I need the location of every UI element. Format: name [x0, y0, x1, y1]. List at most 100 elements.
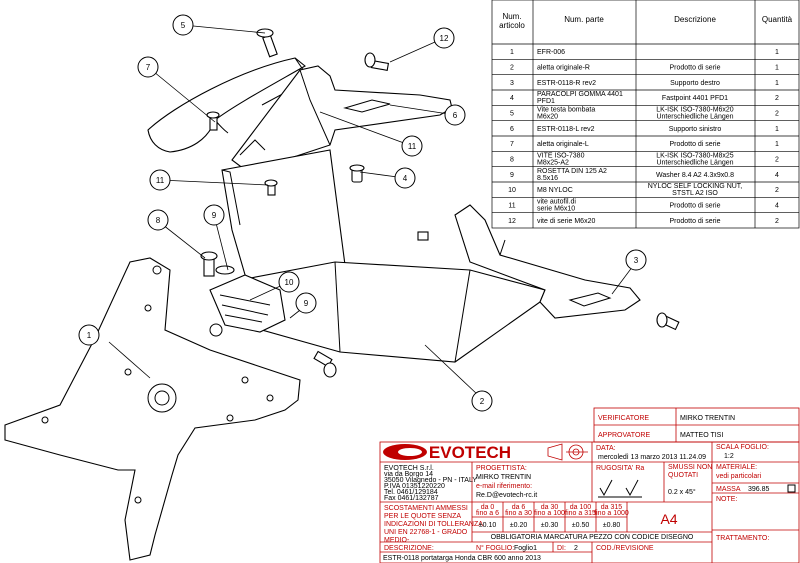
scala-label: SCALA FOGLIO: [716, 444, 769, 451]
rugosita-label: RUGOSITA' Ra [596, 465, 644, 472]
bom-cell-qty: 2 [775, 157, 779, 164]
bom-cell-part: M8 NYLOC [537, 187, 573, 194]
bom-cell-qty: 2 [775, 95, 779, 102]
data-label: DATA: [596, 445, 616, 452]
email-value: Re.D@evotech-rc.it [476, 492, 537, 499]
fastener-4 [349, 164, 365, 183]
materiale-label: MATERIALE: [716, 464, 757, 471]
part-3-right-support [454, 204, 641, 319]
fastener-8 [200, 251, 218, 277]
balloon-12-label: 12 [440, 34, 449, 43]
bom-cell-qty: 1 [775, 49, 779, 56]
bom-cell-num: 1 [510, 49, 514, 56]
fastener-9 [215, 265, 235, 275]
balloon-11-left: 11 [149, 169, 171, 191]
bom-cell-num: 12 [508, 218, 516, 225]
balloon-9-upper: 9 [203, 204, 225, 226]
progettista-label: PROGETTISTA: [476, 465, 527, 472]
fastener-right [656, 312, 680, 331]
part-7-left-flap [147, 57, 306, 153]
descrizione-label: DESCRIZIONE: [384, 545, 434, 552]
bom-cell-qty: 1 [775, 141, 779, 148]
company-line: Fax 0461/132787 [384, 495, 439, 502]
balloon-3: 3 [625, 249, 647, 271]
balloon-5-label: 5 [181, 21, 186, 30]
tolerance-value: ±0.80 [603, 522, 621, 529]
bom-cell-desc: Supporto sinistro [669, 126, 722, 133]
balloon-6: 6 [444, 104, 466, 126]
tolerance-value: ±0.30 [541, 522, 559, 529]
bom-cell-part: vite di serie M6x20 [537, 218, 595, 225]
fastener-11-lower [264, 179, 278, 196]
bom-cell-num: 8 [510, 157, 514, 164]
bom-cell-qty: 2 [775, 111, 779, 118]
bom-cell-qty: 2 [775, 187, 779, 194]
balloon-3-label: 3 [634, 256, 639, 265]
fastener-5 [256, 28, 278, 58]
balloon-11-right-label: 11 [408, 142, 417, 151]
bom-cell-desc: Prodotto di serie [670, 203, 721, 210]
bom-cell-qty: 2 [775, 218, 779, 225]
bom-cell-num: 2 [510, 65, 514, 72]
bom-header-num: Num.articolo [499, 12, 525, 30]
bom-cell-desc: Supporto destro [670, 80, 720, 87]
approvatore-name: MATTEO TISI [680, 432, 723, 439]
foglio-label: N° FOGLIO: [476, 544, 514, 552]
fastener-12 [364, 52, 390, 71]
materiale-value: vedi particolari [716, 473, 762, 480]
balloon-9-upper-label: 9 [212, 211, 217, 220]
balloon-11-left-label: 11 [156, 176, 165, 185]
balloons: 1 2 3 4 5 6 7 8 9 9 10 11 11 12 [78, 14, 647, 412]
bom-cell-num: 10 [508, 187, 516, 194]
projection-symbol-icon [547, 443, 588, 461]
bom-cell-desc: Prodotto di serie [670, 218, 721, 225]
format-label: A4 [660, 511, 677, 527]
cod-revisione-label: COD./REVISIONE [596, 545, 654, 552]
balloon-2-label: 2 [480, 397, 485, 406]
fastener-mid [417, 231, 429, 241]
tolerance-value: ±0.20 [510, 522, 528, 529]
bom-header-qty: Quantità [762, 15, 793, 24]
bom-cell-part: ESTR-0118-R rev2 [537, 80, 596, 87]
company-line: 35050 Vilagnedo - PN - ITALY [384, 477, 477, 484]
scostamenti-label: SCOSTAMENTI AMMESSI PER LE QUOTE SENZA I… [384, 505, 485, 544]
bom-cell-part: ESTR-0118-L rev2 [537, 126, 595, 133]
company-line: via da Borgo 14 [384, 471, 433, 478]
foglio-value: Foglio1 [514, 545, 537, 552]
balloon-7: 7 [137, 56, 159, 78]
bom-cell-qty: 1 [775, 65, 779, 72]
bom-cell-num: 6 [510, 126, 514, 133]
balloon-1-label: 1 [87, 331, 92, 340]
balloon-10-label: 10 [285, 278, 294, 287]
descrizione-value: ESTR-0118 portatarga Honda CBR 600 anno … [383, 555, 541, 562]
data-value: mercoledì 13 marzo 2013 11.24.09 [598, 454, 706, 461]
tolerance-value: ±0.10 [479, 522, 497, 529]
bom-cell-part: aletta originale-R [537, 65, 590, 72]
title-block: VERIFICATORE MIRKO TRENTIN APPROVATORE M… [379, 407, 800, 563]
bom-cell-num: 5 [510, 111, 514, 118]
balloon-9-lower-label: 9 [304, 299, 309, 308]
bom-cell-num: 11 [508, 203, 515, 210]
company-line: EVOTECH S.r.l. [384, 465, 434, 472]
bom-cell-num: 3 [510, 80, 514, 87]
smussi-value: 0.2 x 45° [668, 488, 696, 496]
